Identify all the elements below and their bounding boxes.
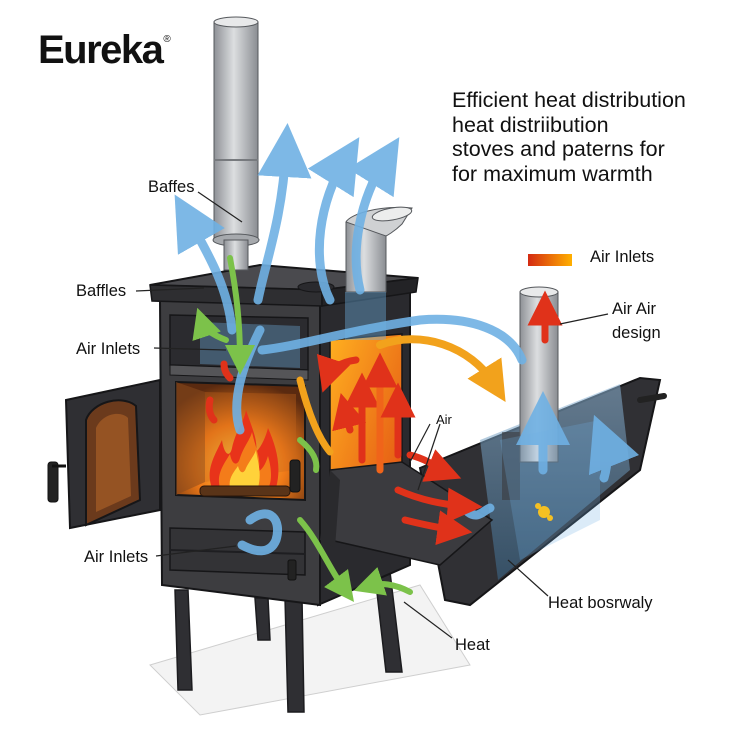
blue-airflows xyxy=(174,123,640,556)
tray-flame-icon xyxy=(535,503,553,521)
label-air: Air xyxy=(436,412,452,427)
headline-line-2: heat distriibution xyxy=(452,112,609,137)
label-air-air: Air Air xyxy=(612,300,657,318)
label-air-inlets-upper: Air Inlets xyxy=(76,340,141,358)
label-heat: Heat xyxy=(455,636,490,654)
label-design: design xyxy=(612,324,661,342)
warm-airflows xyxy=(205,290,563,546)
label-baffes: Baffes xyxy=(148,178,195,196)
label-baffles: Baffles xyxy=(76,282,127,300)
label-air-inlets-lower: Air Inlets xyxy=(84,548,149,566)
fire-flames xyxy=(209,410,279,488)
legend-swatch xyxy=(528,254,572,266)
legend-label: Air Inlets xyxy=(590,248,655,266)
leader-lines xyxy=(135,191,609,639)
brand-logo: Eureka® xyxy=(38,28,171,72)
flue-pipe xyxy=(212,16,260,271)
label-heat-bosrwaly: Heat bosrwaly xyxy=(548,594,653,612)
headline-line-1: Efficient heat distribution xyxy=(452,88,686,112)
stove-door xyxy=(47,378,161,530)
green-airflows xyxy=(192,255,413,603)
headline-line-3: stoves and paterns for xyxy=(452,137,665,161)
headline-line-4: for maximum warmth xyxy=(452,161,653,186)
headline: Efficient heat distribution heat distrii… xyxy=(452,88,732,186)
